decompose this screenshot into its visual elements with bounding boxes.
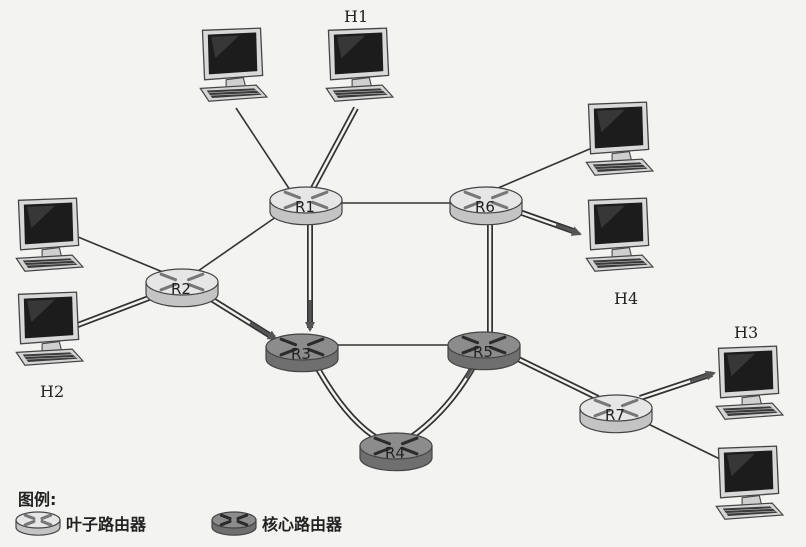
legend-core-router-icon bbox=[211, 511, 257, 536]
multicast-paths bbox=[68, 106, 716, 443]
link-r1-r2 bbox=[187, 209, 287, 279]
path-r4-r5 bbox=[408, 358, 479, 441]
link-r2-host-left-top bbox=[65, 231, 171, 276]
router-label-r4: R4 bbox=[385, 444, 405, 462]
computer-icon-left-top bbox=[15, 197, 84, 272]
computer-icon-bottom-right bbox=[715, 445, 784, 520]
computer-icon-top-left bbox=[199, 27, 268, 102]
router-r1: R1 bbox=[269, 186, 343, 226]
legend-core-label: 核心路由器 bbox=[262, 515, 343, 534]
router-label-r3: R3 bbox=[291, 345, 311, 363]
host-label-h2: H2 bbox=[40, 382, 64, 401]
link-r1-host-top-left bbox=[235, 107, 291, 191]
path-r3-r4 bbox=[309, 356, 382, 443]
router-r5: R5 bbox=[447, 331, 521, 371]
router-label-r1: R1 bbox=[295, 198, 315, 216]
router-label-r6: R6 bbox=[475, 198, 495, 216]
legend bbox=[15, 511, 257, 536]
computer-icon-h3 bbox=[715, 345, 784, 420]
legend-leaf-router-icon bbox=[15, 511, 61, 536]
path-r5-r7 bbox=[506, 351, 600, 401]
path-r7-h3 bbox=[639, 370, 716, 401]
link-r7-host-bottom-right bbox=[635, 417, 729, 464]
link-r6-host-right-top bbox=[497, 147, 593, 189]
path-h1-r1 bbox=[309, 106, 359, 192]
router-r3: R3 bbox=[265, 333, 339, 373]
router-r4: R4 bbox=[359, 432, 433, 472]
router-label-r5: R5 bbox=[473, 343, 493, 361]
router-label-r2: R2 bbox=[171, 280, 191, 298]
host-label-h3: H3 bbox=[734, 323, 758, 342]
computer-icon-h2 bbox=[15, 291, 84, 366]
legend-title: 图例: bbox=[18, 490, 57, 509]
legend-leaf-label: 叶子路由器 bbox=[66, 515, 147, 534]
router-r7: R7 bbox=[579, 394, 653, 434]
computer-icon-h4 bbox=[585, 197, 654, 272]
router-r6: R6 bbox=[449, 186, 523, 226]
router-r2: R2 bbox=[145, 268, 219, 308]
computer-icon-right-top bbox=[585, 101, 654, 176]
host-label-h4: H4 bbox=[614, 289, 638, 308]
computer-icon-h1 bbox=[325, 27, 394, 102]
router-label-r7: R7 bbox=[605, 406, 625, 424]
host-label-h1: H1 bbox=[344, 7, 368, 26]
